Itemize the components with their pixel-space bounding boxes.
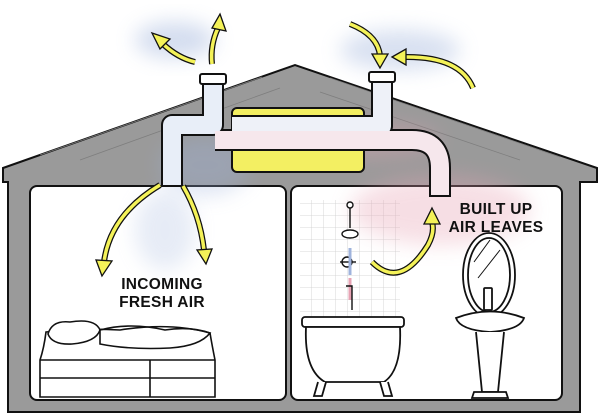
label-leaving-line2: AIR LEAVES	[449, 219, 544, 236]
arrows	[95, 12, 476, 278]
exhaust-vent-cap	[199, 73, 227, 85]
label-incoming-line1: INCOMING	[121, 276, 203, 293]
incoming-fresh-air-label: INCOMING FRESH AIR	[119, 276, 205, 311]
duct-system	[161, 77, 451, 195]
bed-icon	[39, 320, 216, 398]
bathtub-icon	[301, 316, 405, 397]
intake-vent-cap	[368, 71, 396, 83]
label-incoming-line2: FRESH AIR	[119, 294, 205, 311]
mirror-icon	[462, 232, 516, 318]
shower-icon	[340, 201, 359, 310]
sink-icon	[454, 287, 526, 399]
label-leaving-line1: BUILT UP	[460, 201, 533, 218]
built-up-air-leaves-label: BUILT UP AIR LEAVES	[449, 201, 544, 236]
